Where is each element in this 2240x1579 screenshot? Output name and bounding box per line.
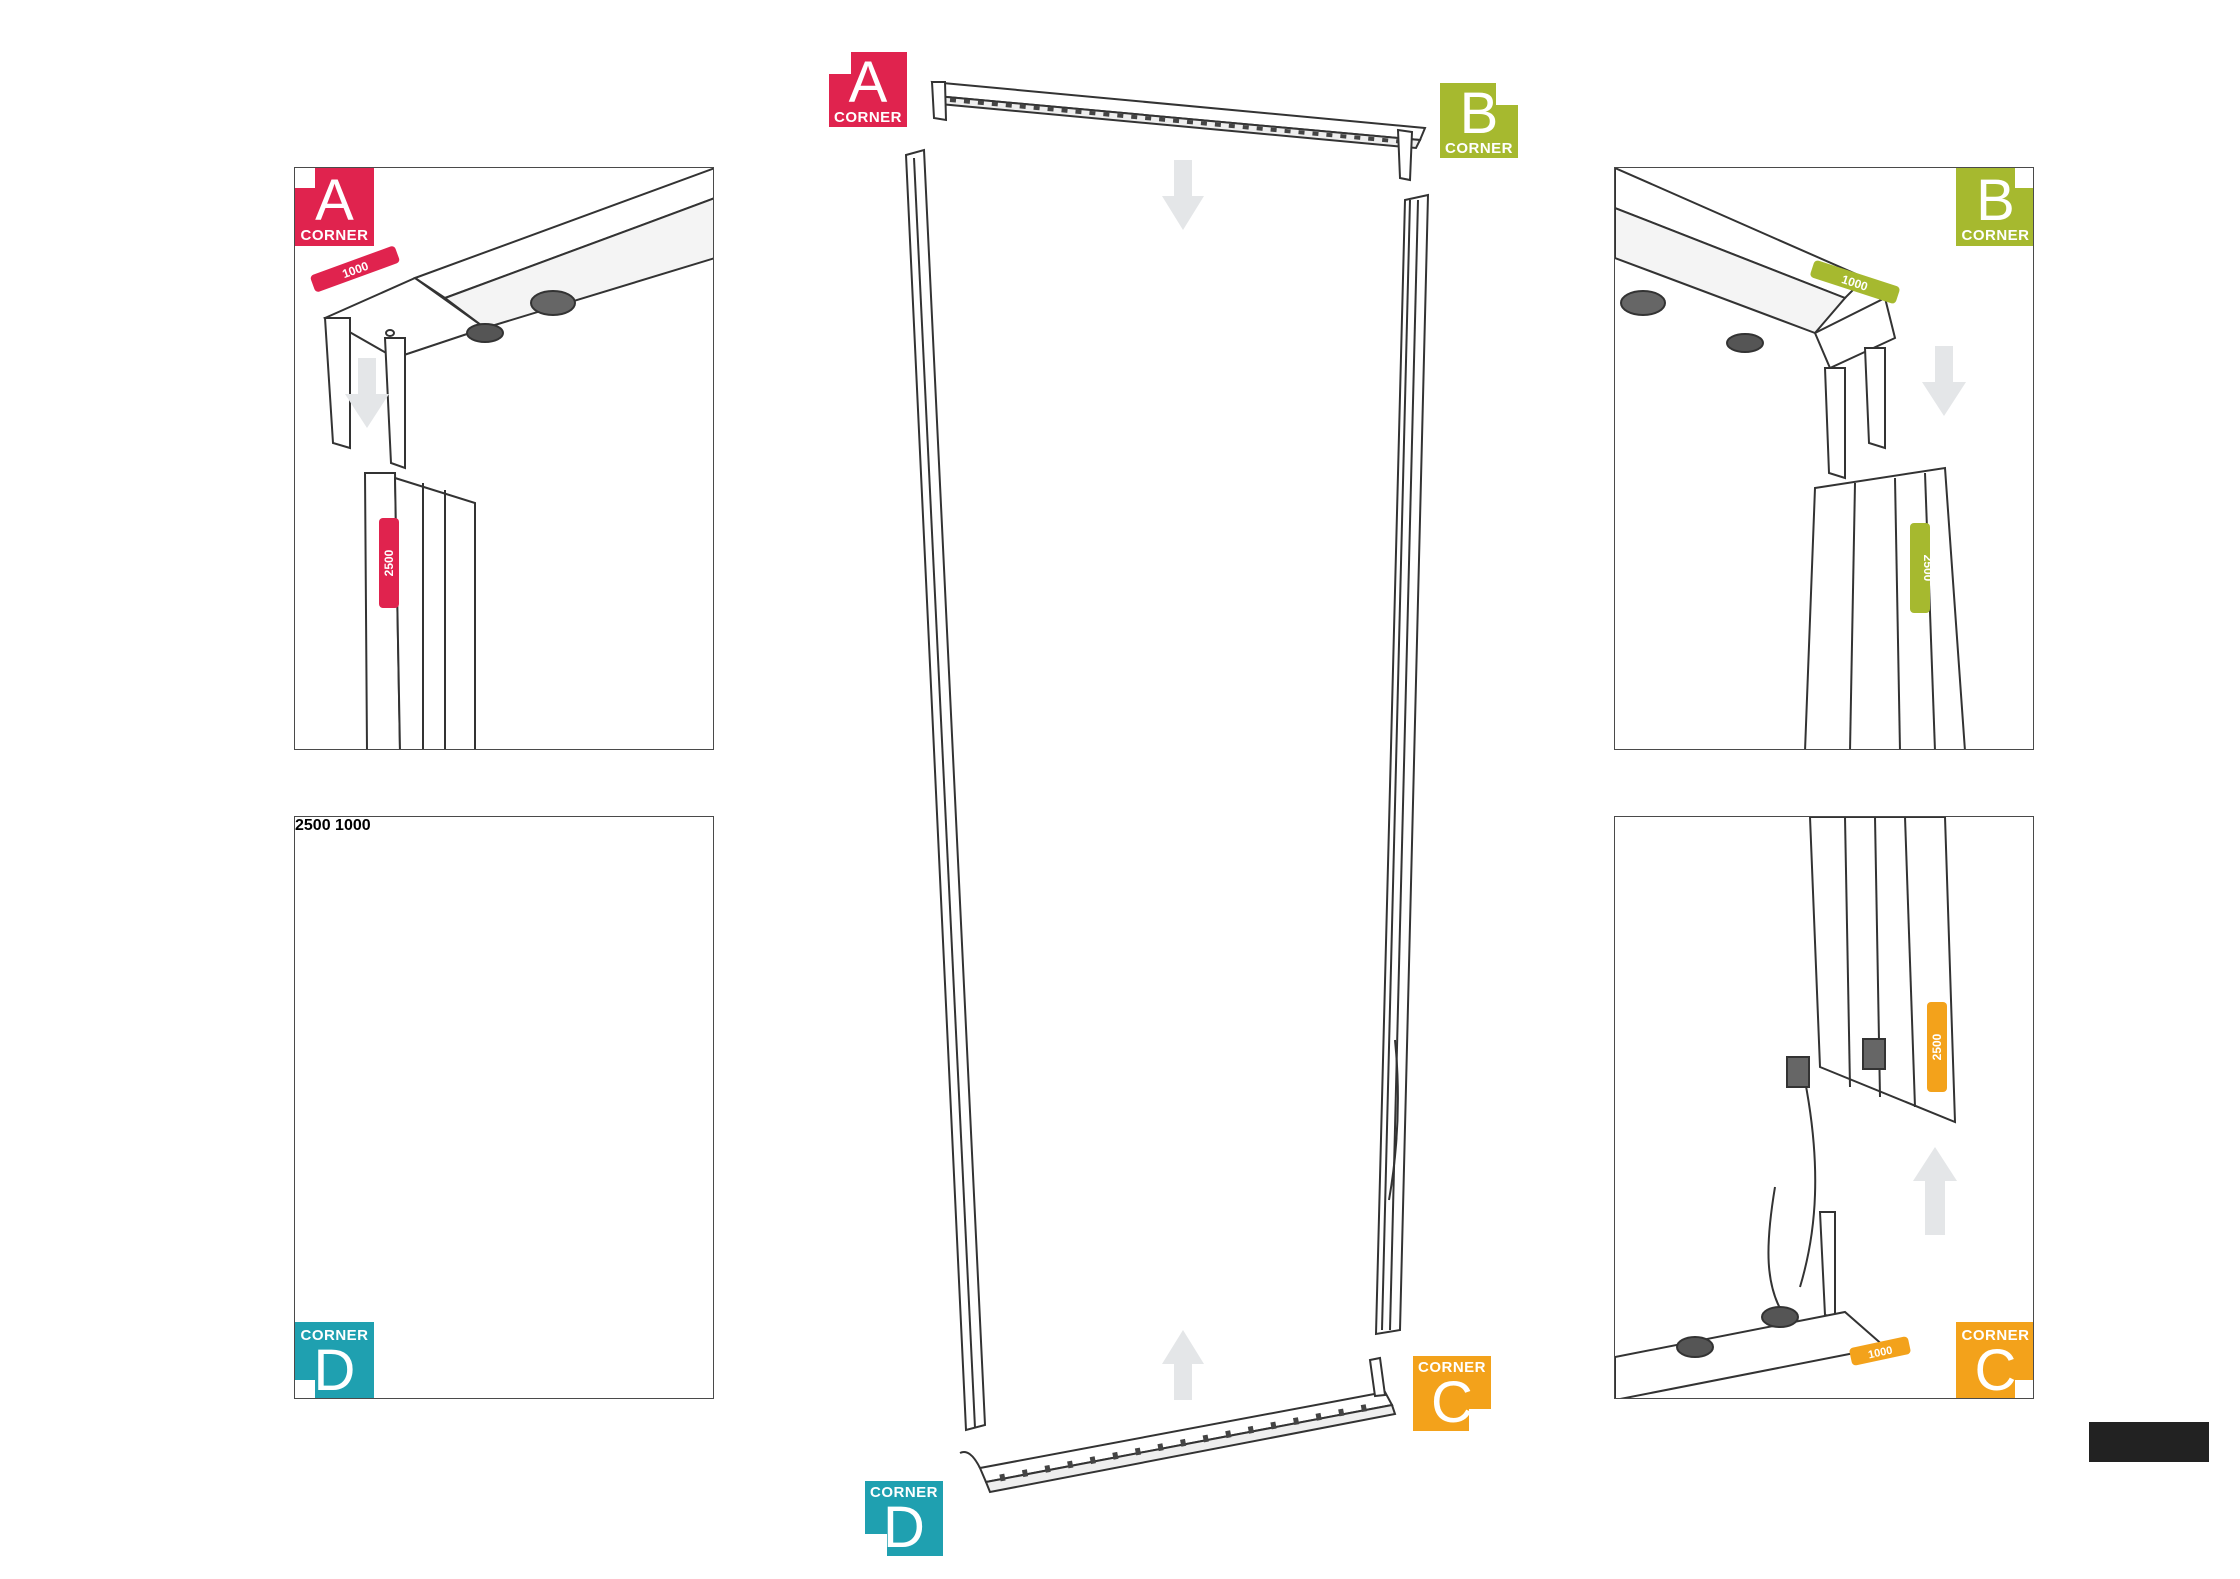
panel-corner-c: 2500 1000 CORNER C: [1614, 816, 2034, 1399]
arrow-up-icon: [1162, 1330, 1204, 1400]
page-tab-marker: [2089, 1422, 2209, 1462]
right-profile: [1374, 193, 1430, 1336]
sticker-b-top: 1000: [1810, 260, 1900, 304]
sticker-b-side: 2500: [1910, 523, 1935, 613]
left-profile: [904, 148, 987, 1432]
corner-a-badge-center: A CORNER: [829, 52, 907, 127]
arrow-down-icon: [345, 358, 389, 428]
sticker-a-side: 2500: [379, 518, 399, 608]
sticker-a-top: 1000: [310, 246, 400, 292]
bottom-profile: [959, 1356, 1397, 1494]
sticker-d-side: 2500: [295, 817, 331, 834]
panel-corner-a: 1000 2500 A CORNER: [294, 167, 714, 750]
arrow-down-icon: [1922, 346, 1966, 416]
panel-corner-d: 2500 1000 CORNER D: [294, 816, 714, 1399]
sticker-d-bottom: 1000: [335, 817, 371, 834]
svg-text:1000: 1000: [1867, 1345, 1893, 1362]
arrow-down-icon: [1162, 160, 1204, 230]
corner-d-badge-center: CORNER D: [865, 1481, 943, 1557]
corner-c-badge: CORNER C: [1956, 1322, 2033, 1398]
sticker-c-side: 2500: [1927, 1002, 1947, 1092]
top-profile: [930, 80, 1427, 182]
corner-b-badge: B CORNER: [1956, 168, 2033, 246]
svg-text:2500: 2500: [382, 549, 396, 576]
arrow-up-icon: [1913, 1147, 1957, 1235]
panel-corner-b: 1000 2500 B CORNER: [1614, 167, 2034, 750]
sticker-c-bottom: 1000: [1849, 1336, 1911, 1366]
svg-text:2500: 2500: [1921, 555, 1935, 582]
svg-text:2500: 2500: [1930, 1033, 1944, 1060]
